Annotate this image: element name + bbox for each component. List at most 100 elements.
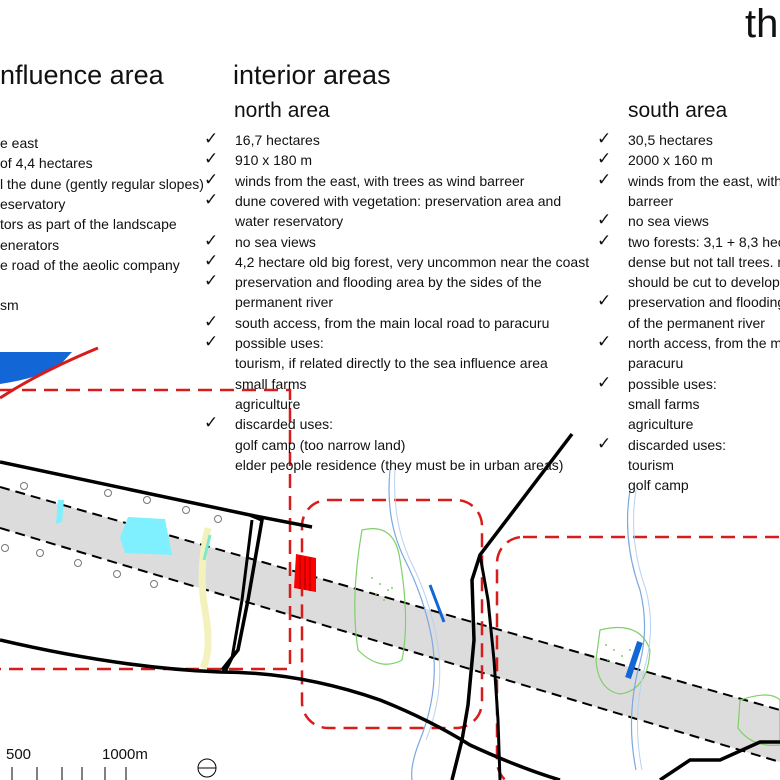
road-local-left-2	[223, 519, 254, 673]
list-item: no sea views	[628, 213, 709, 230]
list-item: 30,5 hectares	[628, 132, 713, 148]
north-zone-dashed	[300, 498, 484, 730]
list-item: small farms	[628, 395, 700, 412]
list-item: tourism	[628, 456, 674, 473]
list-item: sm	[0, 297, 19, 314]
south-area-title: south area	[628, 99, 728, 122]
list-item: tourism, if related directly to the sea …	[235, 355, 548, 372]
corridor-edge-north	[0, 486, 780, 711]
checkmark-icon: ✓	[597, 149, 612, 169]
road-bottom-right	[659, 740, 780, 780]
list-item: preservation and flooding area by the si…	[235, 274, 542, 291]
list-item: preservation and flooding	[628, 294, 780, 311]
checkmark-icon: ✓	[597, 332, 612, 351]
list-item: 16,7 hectares	[235, 132, 320, 148]
corridor-band	[0, 487, 780, 762]
influence-area-title: nfluence area	[0, 60, 164, 90]
list-item: l the dune (gently regular slopes)	[0, 175, 204, 192]
list-item: elder people residence (they must be in …	[235, 456, 564, 473]
list-item: small farms	[235, 375, 307, 392]
list-item: dune covered with vegetation: preservati…	[235, 192, 562, 209]
stream-left	[198, 527, 212, 670]
coast-red-line	[0, 346, 99, 400]
river-north-blue	[428, 584, 446, 623]
list-item: tors as part of the landscape	[0, 216, 177, 233]
forest-south-b	[737, 694, 780, 746]
list-item: possible uses:	[235, 335, 324, 351]
list-item: north access, from the m	[628, 335, 780, 351]
list-item: two forests: 3,1 + 8,3 hec	[628, 233, 780, 250]
river-north-2	[394, 469, 441, 741]
corridor-edge-south	[0, 527, 780, 763]
checkmark-icon: ✓	[204, 189, 219, 209]
checkmark-icon: ✓	[204, 149, 219, 169]
list-item: golf camp	[628, 477, 689, 494]
list-item: dense but not tall trees. n	[628, 253, 780, 270]
wind-generators	[1, 482, 222, 588]
list-item: 910 x 180 m	[235, 152, 313, 169]
checkmark-icon: ✓	[597, 291, 612, 311]
pond-main	[120, 517, 172, 555]
river-north	[388, 469, 435, 780]
list-item: agriculture	[628, 416, 694, 433]
stream-left-water	[202, 534, 212, 561]
list-item: discarded uses:	[235, 416, 334, 433]
pond-small	[56, 500, 64, 524]
list-item: eservatory	[0, 195, 66, 212]
south-zone-dashed	[495, 535, 780, 780]
checkmark-icon: ✓	[597, 372, 612, 392]
river-south-blue	[625, 641, 643, 679]
checkmark-icon: ✓	[597, 230, 612, 250]
list-item: no sea views	[235, 233, 316, 250]
road-main-diagonal	[0, 460, 313, 529]
checkmark-icon: ✓	[204, 271, 219, 291]
checkmark-icon: ✓	[597, 433, 612, 453]
list-item: of 4,4 hectares	[0, 155, 93, 172]
list-item: 2000 x 160 m	[628, 152, 713, 169]
influence-zone-dashed	[0, 388, 292, 671]
list-item: of the permanent river	[628, 314, 765, 331]
list-item: water reservatory	[235, 213, 344, 230]
checkmark-icon: ✓	[204, 413, 219, 433]
list-item: barreer	[628, 192, 674, 209]
list-item: discarded uses:	[628, 436, 727, 453]
road-north-access	[450, 432, 574, 780]
checkmark-icon: ✓	[597, 129, 612, 148]
list-item: permanent river	[235, 294, 334, 311]
north-area-title: north area	[234, 99, 330, 122]
list-item: paracuru	[628, 355, 684, 372]
list-item: 4,2 hectare old big forest, very uncommo…	[235, 253, 590, 270]
list-item: golf camp (too narrow land)	[235, 436, 406, 453]
list-item: agriculture	[235, 395, 301, 412]
red-block-hatch	[299, 556, 311, 591]
checkmark-icon: ✓	[204, 250, 219, 270]
forest-north-dots	[371, 577, 393, 601]
checkmark-icon: ✓	[204, 311, 219, 331]
forest-south-dots	[605, 644, 631, 661]
checkmark-icon: ✓	[597, 210, 612, 230]
list-item: possible uses:	[628, 375, 717, 392]
scale-label-1000m: 1000m	[102, 746, 148, 763]
checkmark-icon: ✓	[204, 230, 219, 250]
scale-bar-ticks	[11, 767, 127, 780]
list-item: enerators	[0, 236, 60, 253]
list-item: winds from the east, with trees as wind …	[235, 172, 525, 189]
checkmark-icon: ✓	[204, 129, 219, 148]
list-item: e east	[0, 135, 39, 151]
road-south-main	[0, 638, 561, 780]
interior-areas-title: interior areas	[233, 60, 391, 90]
river-south-2	[633, 489, 651, 771]
list-item: winds from the east, with	[628, 172, 780, 189]
corner-title: th	[745, 2, 779, 46]
checkmark-icon: ✓	[204, 169, 219, 189]
checkmark-icon: ✓	[597, 169, 612, 189]
list-item: south access, from the main local road t…	[235, 314, 550, 331]
forest-north	[354, 528, 407, 665]
list-item: should be cut to develop	[628, 274, 780, 291]
list-item: e road of the aeolic company	[0, 256, 180, 273]
scale-label-500: 500	[6, 746, 32, 763]
checkmark-icon: ✓	[204, 332, 219, 351]
road-south-access	[478, 554, 502, 780]
river-south	[626, 489, 646, 771]
